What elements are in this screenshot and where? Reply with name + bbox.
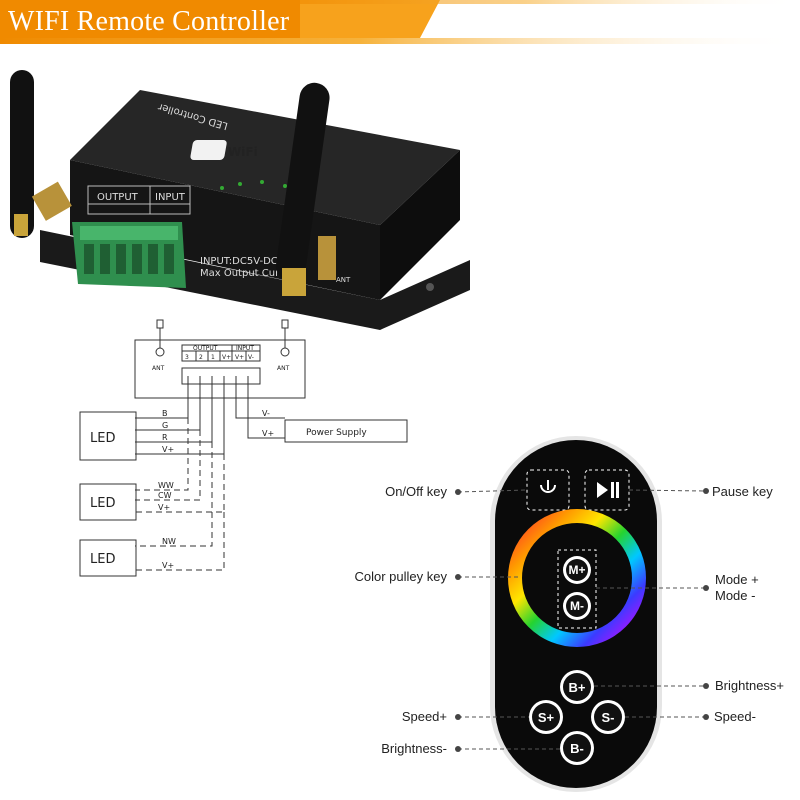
wire-label-vplus-2: V+ bbox=[158, 503, 170, 512]
power-supply-box bbox=[284, 419, 408, 443]
diagram-in-pin-vplus: V+ bbox=[235, 354, 244, 361]
led-label-3: LED bbox=[90, 552, 115, 567]
diagram-ant-left: ANT bbox=[152, 365, 165, 372]
pause-key[interactable] bbox=[584, 469, 630, 511]
brightness-plus-label: Brightness+ bbox=[715, 678, 784, 693]
power-supply-label: Power Supply bbox=[306, 428, 367, 438]
mode-key-frame bbox=[557, 549, 597, 629]
pause-key-label: Pause key bbox=[712, 484, 773, 499]
led-strip-3 bbox=[79, 539, 137, 577]
led-label-1: LED bbox=[90, 431, 115, 446]
onoff-key[interactable] bbox=[526, 469, 570, 511]
diagram-input-label: INPUT bbox=[236, 345, 254, 352]
diagram-out-pin-2: 2 bbox=[199, 354, 203, 361]
status-led bbox=[260, 180, 264, 184]
diagram-out-pin-3: 3 bbox=[185, 354, 189, 361]
wire-label-vplus-supply: V+ bbox=[262, 429, 274, 438]
wire-label-g: G bbox=[162, 421, 168, 430]
diagram-out-pin-vplus: V+ bbox=[222, 354, 231, 361]
mounting-hole bbox=[426, 283, 434, 291]
play-pause-icon bbox=[597, 482, 619, 498]
power-icon bbox=[540, 480, 556, 493]
speed-plus-text: S+ bbox=[538, 710, 555, 725]
page-title: WIFI Remote Controller bbox=[8, 6, 290, 37]
terminal-block bbox=[72, 222, 186, 288]
device-top bbox=[70, 90, 460, 225]
mode-minus-label: Mode - bbox=[715, 588, 755, 603]
led-strip-1 bbox=[79, 411, 137, 461]
brightness-plus-text: B+ bbox=[569, 680, 586, 695]
device-terminal-frame bbox=[87, 185, 191, 215]
wire-label-cw: CW bbox=[158, 491, 172, 500]
diagram-output-label: OUTPUT bbox=[193, 345, 218, 352]
led-label-2: LED bbox=[90, 496, 115, 511]
brightness-minus-text: B- bbox=[570, 741, 584, 756]
wire-label-vplus-3: V+ bbox=[162, 561, 174, 570]
wire-label-r: R bbox=[162, 433, 168, 442]
device-input-label: INPUT bbox=[155, 192, 186, 203]
speed-minus-label: Speed- bbox=[714, 709, 756, 724]
wire-label-nw: NW bbox=[162, 537, 176, 546]
svg-text:WiFi: WiFi bbox=[228, 145, 258, 159]
device-spec-line-1: INPUT:DC5V-DC24V bbox=[200, 256, 297, 267]
diagram-controller-box bbox=[134, 339, 306, 399]
diagram-out-pin-1: 1 bbox=[211, 354, 215, 361]
right-antenna bbox=[275, 82, 336, 296]
mode-plus-text: M+ bbox=[568, 563, 585, 577]
diagram-in-pin-vminus: V- bbox=[248, 354, 254, 361]
status-led bbox=[238, 182, 242, 186]
led-strip-2 bbox=[79, 483, 137, 521]
device-ant-label: ANT bbox=[336, 276, 351, 284]
onoff-key-label: On/Off key bbox=[385, 484, 447, 499]
device-spec-line-2: Max Output Current: bbox=[200, 268, 303, 279]
device-output-label: OUTPUT bbox=[97, 192, 139, 203]
left-antenna bbox=[10, 70, 72, 238]
brightness-minus-button[interactable] bbox=[560, 731, 594, 765]
wire-label-ww: WW bbox=[158, 481, 174, 490]
color-pulley-ring[interactable] bbox=[508, 509, 646, 647]
wire-label-vplus-1: V+ bbox=[162, 445, 174, 454]
brightness-plus-button[interactable] bbox=[560, 670, 594, 704]
speed-plus-button[interactable] bbox=[529, 700, 563, 734]
status-led bbox=[283, 184, 287, 188]
mode-plus-label: Mode + bbox=[715, 572, 759, 587]
brightness-minus-label: Brightness- bbox=[381, 741, 447, 756]
speed-plus-label: Speed+ bbox=[402, 709, 447, 724]
status-led bbox=[220, 186, 224, 190]
diagram-ant-right: ANT bbox=[277, 365, 290, 372]
wire-label-vminus-supply: V- bbox=[262, 409, 270, 418]
device-side bbox=[380, 150, 460, 300]
speed-minus-button[interactable] bbox=[591, 700, 625, 734]
wire-label-b: B bbox=[162, 409, 168, 418]
mode-minus-text: M- bbox=[570, 599, 584, 613]
title-banner: WIFI Remote Controller bbox=[0, 0, 800, 52]
speed-minus-text: S- bbox=[602, 710, 615, 725]
banner-background bbox=[0, 0, 800, 44]
color-pulley-key-label: Color pulley key bbox=[355, 569, 448, 584]
wifi-logo: WiFi bbox=[190, 140, 258, 160]
